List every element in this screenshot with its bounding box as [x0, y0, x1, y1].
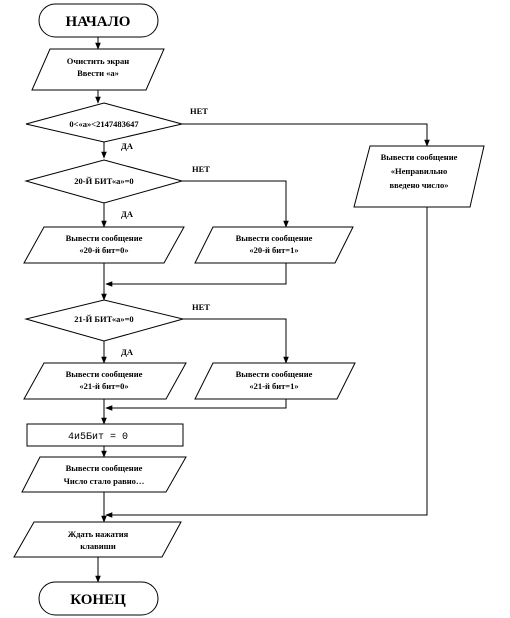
bit20-0-line2: «20-й бит=0»	[79, 245, 128, 255]
bit21-1-line1: Вывести сообщение	[236, 369, 313, 379]
decision-bit20-label: 20-Й БИТ«а»=0	[74, 176, 133, 186]
result-line1: Вывести сообщение	[66, 463, 143, 473]
wait-line1: Ждать нажатия	[68, 529, 129, 539]
input-wait-key: Ждать нажатия клавиши	[13, 521, 182, 558]
result-line2: Число стало равно…	[64, 476, 145, 486]
bit21-0-line1: Вывести сообщение	[66, 369, 143, 379]
process-assign-label: 4и5Бит = 0	[68, 432, 128, 443]
process-assign: 4и5Бит = 0	[26, 423, 184, 447]
decision-range: 0<«а»<2147483647	[25, 102, 183, 143]
bit20-yes-label: ДА	[121, 209, 134, 219]
arrow-bit20-no	[182, 180, 289, 228]
output-bit20-0: Вывести сообщение «20-й бит=0»	[23, 226, 185, 264]
bit21-0-line2: «21-й бит=0»	[79, 381, 128, 391]
wait-line2: клавиши	[80, 541, 116, 551]
decision-bit20: 20-Й БИТ«а»=0	[24, 159, 184, 204]
arrow-range-no	[182, 123, 430, 147]
clear-screen-line2: Ввести «а»	[77, 68, 119, 78]
invalid-line1: Вывести сообщение	[381, 152, 458, 162]
range-yes-label: ДА	[121, 141, 134, 151]
clear-screen-line1: Очистить экран	[67, 56, 129, 66]
bit21-yes-label: ДА	[121, 347, 134, 357]
bit20-1-line1: Вывести сообщение	[236, 233, 313, 243]
output-result: Вывести сообщение Число стало равно…	[21, 456, 187, 493]
bit20-0-line1: Вывести сообщение	[66, 233, 143, 243]
range-no-label: НЕТ	[190, 106, 208, 116]
decision-range-label: 0<«а»<2147483647	[69, 119, 139, 129]
invalid-line2: «Неправильно	[391, 166, 447, 176]
end-label: КОНЕЦ	[70, 592, 126, 608]
bit20-no-label: НЕТ	[192, 164, 210, 174]
end-terminal: КОНЕЦ	[38, 581, 159, 616]
bit21-no-label: НЕТ	[192, 302, 210, 312]
output-invalid-number: Вывести сообщение «Неправильно введено ч…	[353, 145, 485, 208]
arrow-bit20-1-join	[105, 263, 287, 287]
arrow-invalid-join	[105, 207, 428, 518]
input-clear-screen: Очистить экран Ввести «а»	[31, 48, 165, 91]
output-bit21-1: Вывести сообщение «21-й бит=1»	[194, 362, 356, 400]
output-bit20-1: Вывести сообщение «20-й бит=1»	[194, 226, 354, 264]
invalid-line3: введено число»	[390, 180, 449, 190]
decision-bit21: 21-Й БИТ«а»=0	[24, 299, 185, 342]
bit21-1-line2: «21-й бит=1»	[249, 381, 298, 391]
output-bit21-0: Вывести сообщение «21-й бит=0»	[23, 362, 187, 400]
connectors	[95, 37, 430, 583]
start-terminal: НАЧАЛО	[38, 3, 159, 38]
arrow-bit21-no	[183, 318, 289, 364]
arrow-bit21-1-join	[105, 399, 287, 411]
bit20-1-line2: «20-й бит=1»	[249, 245, 298, 255]
start-label: НАЧАЛО	[66, 14, 131, 30]
decision-bit21-label: 21-Й БИТ«а»=0	[74, 314, 133, 324]
